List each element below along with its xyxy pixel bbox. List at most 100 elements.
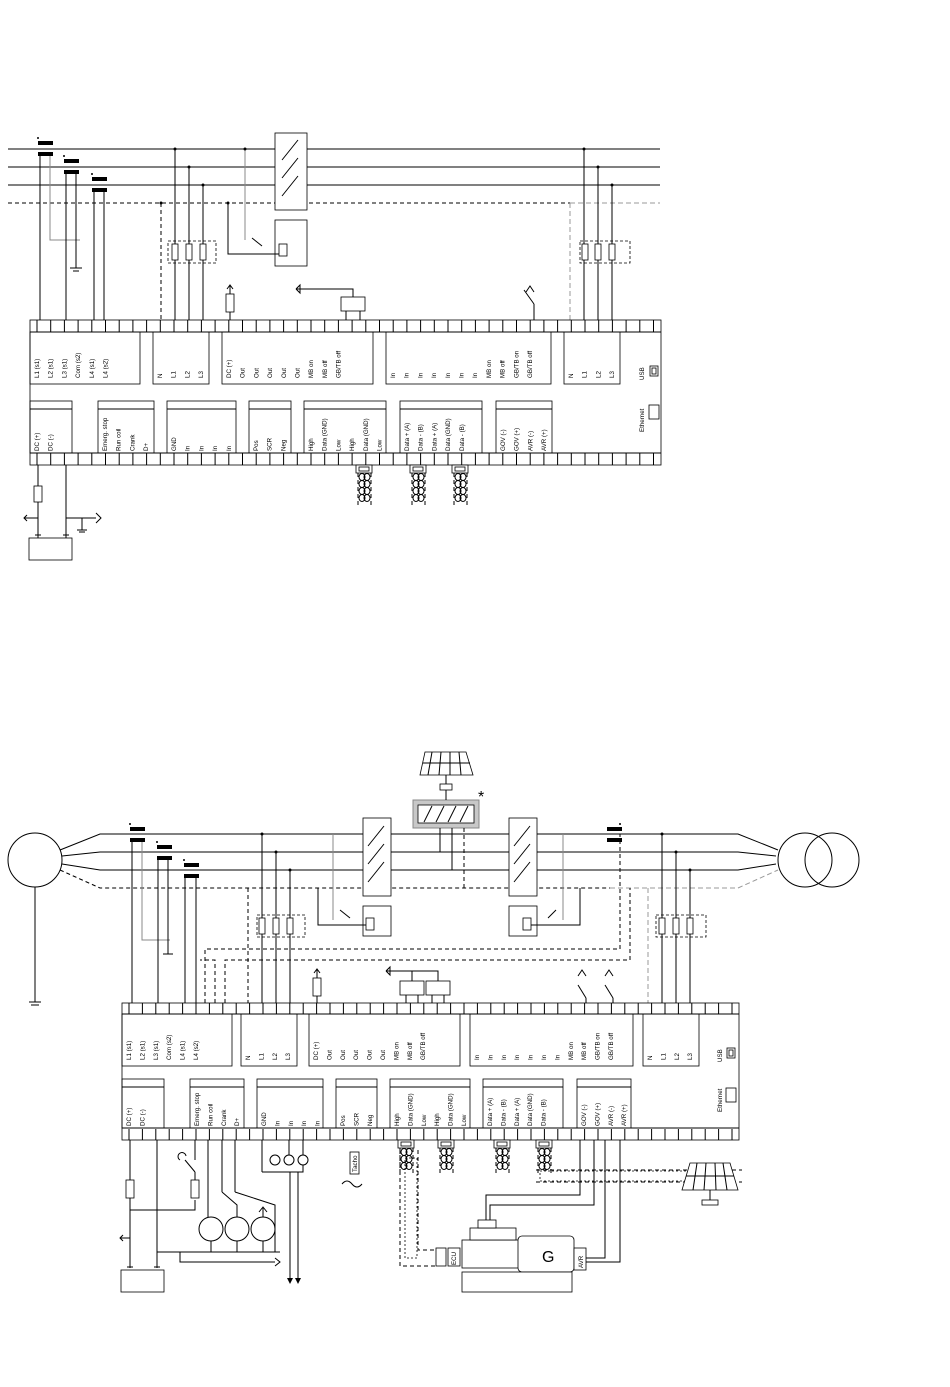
terminal-label: In <box>472 372 479 378</box>
terminal-label: L1 (s1) <box>34 359 41 378</box>
terminal-label: Out <box>295 368 302 378</box>
terminal-label: Data (GND) <box>322 418 329 451</box>
terminal-label: MB on <box>308 360 315 378</box>
terminal-label: Data + (A) <box>404 423 411 451</box>
terminal-label: Data - (B) <box>459 424 466 451</box>
terminal-group-bottom <box>399 400 483 454</box>
terminal-label: Data - (B) <box>541 1099 548 1126</box>
terminal-group-top <box>642 1013 700 1067</box>
terminal-label: L1 <box>258 1053 265 1060</box>
terminal-label: Out <box>281 368 288 378</box>
terminal-label: L4 (s1) <box>89 359 96 378</box>
terminal-label: Data - (B) <box>500 1099 507 1126</box>
terminal-label: In <box>431 372 438 378</box>
terminal-label: High <box>308 438 315 451</box>
terminal-label: In <box>315 1120 322 1126</box>
terminal-label: L1 (s1) <box>126 1041 133 1060</box>
terminal-label: In <box>274 1120 281 1126</box>
terminal-label: DC (+) <box>226 360 233 378</box>
terminal-label: GB/TB off <box>420 1033 427 1060</box>
terminal-label: Out <box>240 368 247 378</box>
tacho-label: Tacho <box>352 1155 359 1172</box>
terminal-label: Run coil <box>116 429 123 451</box>
terminal-label: SCR <box>353 1112 360 1126</box>
terminal-label: MB off <box>407 1042 414 1060</box>
terminal-group-bottom <box>29 400 73 454</box>
terminal-group-bottom <box>97 400 155 454</box>
terminal-label: Emerg. stop <box>102 417 109 451</box>
generator-label: G <box>542 1249 554 1266</box>
terminal-label: L2 (s1) <box>139 1041 146 1060</box>
terminal-label: AVR (+) <box>541 429 548 451</box>
terminal-label: Out <box>340 1050 347 1060</box>
terminal-label: In <box>528 1054 535 1060</box>
terminal-group-top <box>240 1013 298 1067</box>
terminal-label: Com (s2) <box>75 353 82 378</box>
terminal-label: Data + (A) <box>431 423 438 451</box>
terminal-label: L3 <box>285 1053 292 1060</box>
ethernet-label-2: Ethernet <box>717 1088 724 1112</box>
terminal-label: AVR (-) <box>527 431 534 451</box>
terminal-label: L1 <box>171 371 178 378</box>
terminal-label: DC (+) <box>126 1108 133 1126</box>
terminal-label: N <box>568 374 575 378</box>
terminal-label: In <box>487 1054 494 1060</box>
terminal-group-top <box>121 1013 233 1067</box>
terminal-label: MB on <box>568 1042 575 1060</box>
terminal-label: In <box>501 1054 508 1060</box>
terminal-label: MB off <box>322 360 329 378</box>
terminal-label: Out <box>253 368 260 378</box>
terminal-label: GOV (+) <box>514 428 521 451</box>
terminal-label: Out <box>267 368 274 378</box>
terminal-label: Low <box>461 1114 468 1126</box>
terminal-label: In <box>212 445 219 451</box>
usb-label-2: USB <box>717 1049 724 1062</box>
terminal-label: Data (GND) <box>363 418 370 451</box>
terminal-label: Data - (B) <box>418 424 425 451</box>
terminal-group-bottom <box>189 1078 245 1129</box>
terminal-label: GOV (-) <box>581 1104 588 1126</box>
avr-label: AVR <box>578 1255 585 1268</box>
terminal-label: Run coil <box>207 1104 214 1126</box>
terminal-label: Crank <box>129 434 136 451</box>
terminal-label: Low <box>335 439 342 451</box>
terminal-label: MB off <box>581 1042 588 1060</box>
terminal-label: GB/TB off <box>527 351 534 378</box>
terminal-label: GB/TB off <box>336 351 343 378</box>
terminal-group-bottom <box>335 1078 378 1129</box>
terminal-label: Out <box>326 1050 333 1060</box>
terminal-label: Pos <box>340 1115 347 1126</box>
terminal-label: Crank <box>221 1109 228 1126</box>
terminal-label: Low <box>421 1114 428 1126</box>
terminal-label: High <box>394 1113 401 1126</box>
terminal-group-bottom <box>482 1078 564 1129</box>
terminal-label: High <box>349 438 356 451</box>
terminal-label: Data (GND) <box>407 1093 414 1126</box>
terminal-label: L3 <box>198 371 205 378</box>
terminal-label: L2 <box>595 371 602 378</box>
terminal-label: In <box>185 445 192 451</box>
terminal-label: Out <box>353 1050 360 1060</box>
terminal-label: GB/TB on <box>513 350 520 378</box>
terminal-label: In <box>541 1054 548 1060</box>
terminal-label: SCR <box>267 437 274 451</box>
terminal-label: L3 <box>609 371 616 378</box>
terminal-group-top <box>221 331 374 385</box>
terminal-label: In <box>301 1120 308 1126</box>
terminal-label: Out <box>380 1050 387 1060</box>
terminal-label: MB off <box>500 360 507 378</box>
diagram-1: L1 (s1)L2 (s1)L3 (s1)Com (s2)L4 (s1)L4 (… <box>8 132 662 561</box>
star-label: * <box>478 789 484 806</box>
terminal-label: GB/TB off <box>608 1033 615 1060</box>
terminal-label: N <box>647 1056 654 1060</box>
terminal-label: Data + (A) <box>514 1098 521 1126</box>
terminal-group-top <box>563 331 621 385</box>
terminal-label: MB on <box>393 1042 400 1060</box>
terminal-group-top <box>308 1013 461 1067</box>
terminal-label: In <box>404 372 411 378</box>
terminal-label: L4 (s2) <box>103 359 110 378</box>
terminal-group-bottom <box>576 1078 632 1129</box>
terminal-label: Emerg. stop <box>194 1092 201 1126</box>
ethernet-label: Ethernet <box>639 408 646 432</box>
